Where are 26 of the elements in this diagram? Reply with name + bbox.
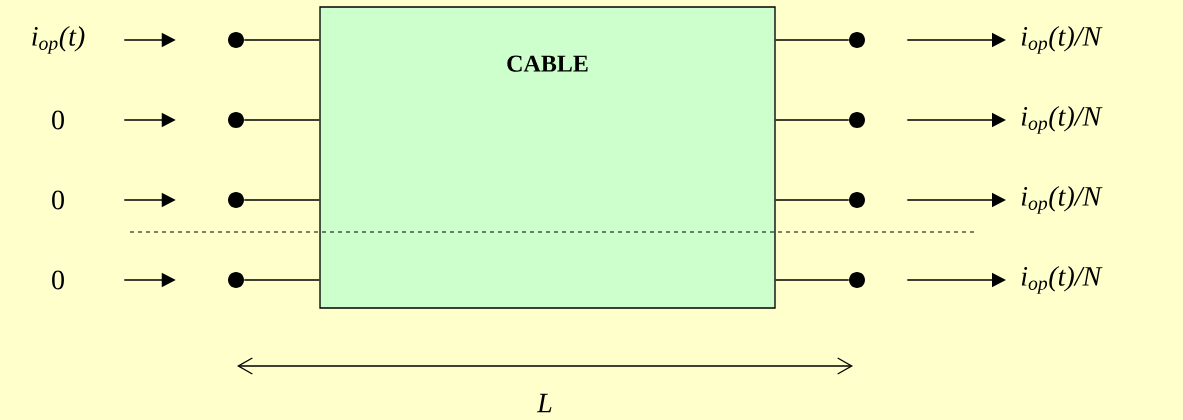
wire [243,279,321,281]
wire [774,199,850,201]
terminal-dot [228,32,244,48]
wire [774,279,850,281]
cable-box: CABLE [319,6,776,309]
dimension-label: L [536,393,552,413]
terminal-dot [849,32,865,48]
wire [774,119,850,121]
wire [774,39,850,41]
current-label: 0 [52,110,64,130]
terminal-dot [228,112,244,128]
terminal-dot [849,112,865,128]
current-label: 0 [52,190,64,210]
terminal-dot [849,272,865,288]
terminal-dot [228,192,244,208]
current-label: i$_{op}$(t)/N [1021,266,1103,294]
current-label: 0 [52,270,64,290]
terminal-dot [228,272,244,288]
wire [243,39,321,41]
wire [243,119,321,121]
current-label: i$_{op}$(t) [32,26,85,54]
wire [243,199,321,201]
current-label: i$_{op}$(t)/N [1021,106,1103,134]
current-label: i$_{op}$(t)/N [1021,186,1103,214]
current-label: i$_{op}$(t)/N [1021,26,1103,54]
terminal-dot [849,192,865,208]
